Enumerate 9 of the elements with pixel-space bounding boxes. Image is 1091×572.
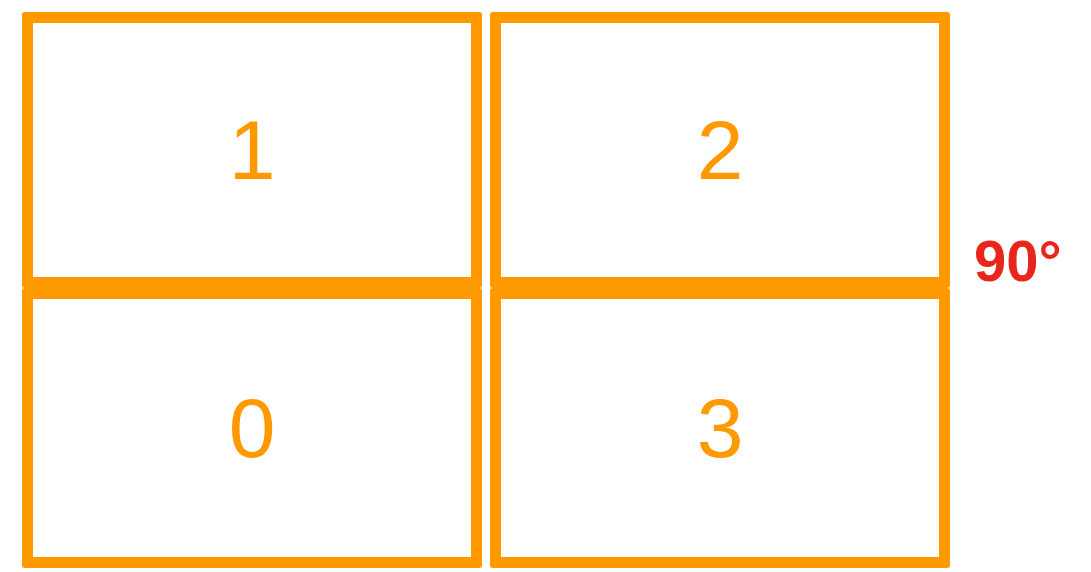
panel-frame [22, 288, 482, 568]
panel-number: 1 [228, 108, 276, 192]
rotation-angle-label: 90° [974, 232, 1062, 290]
panel-number: 0 [228, 386, 276, 470]
panel-frame [490, 288, 950, 568]
panel-number: 3 [696, 386, 744, 470]
panel-frame [490, 12, 950, 288]
panel-frame [22, 12, 482, 288]
panel-number: 2 [696, 108, 744, 192]
